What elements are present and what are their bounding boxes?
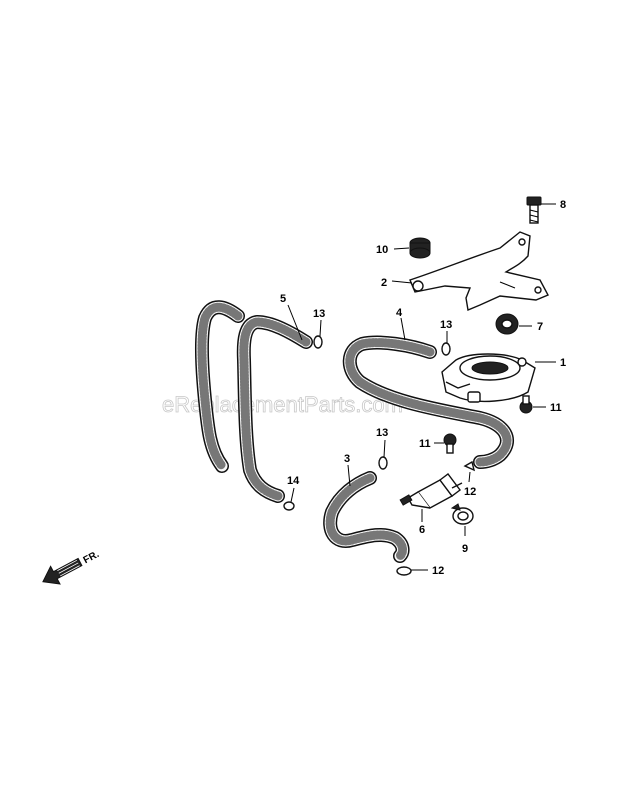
- callout-11-right: 11: [550, 402, 562, 414]
- clip-13-lower[interactable]: [378, 456, 388, 470]
- callout-2: 2: [381, 277, 387, 289]
- callout-5: 5: [280, 293, 286, 305]
- callout-1: 1: [560, 357, 566, 369]
- clip-13-left[interactable]: [313, 335, 323, 349]
- clip-12-top[interactable]: [463, 460, 476, 472]
- callout-13-right: 13: [440, 319, 452, 331]
- grommet-7[interactable]: [495, 313, 519, 335]
- callout-13-left: 13: [313, 308, 325, 320]
- callout-7: 7: [537, 321, 543, 333]
- callout-12-top: 12: [464, 486, 476, 498]
- callout-9: 9: [462, 543, 468, 555]
- hose-4[interactable]: [342, 335, 514, 469]
- mount-bracket[interactable]: [409, 231, 549, 311]
- fuel-pump[interactable]: [441, 353, 536, 403]
- callout-13-lower: 13: [376, 427, 388, 439]
- callout-14: 14: [287, 475, 300, 487]
- callout-11-center: 11: [419, 438, 431, 450]
- leader-lines: [287, 203, 556, 571]
- front-direction-arrow: FR.: [42, 549, 102, 585]
- clip-13-right[interactable]: [441, 342, 451, 356]
- bolt-11-center[interactable]: [443, 433, 457, 454]
- hose-left-outer[interactable]: [194, 300, 245, 473]
- grommet-10[interactable]: [409, 237, 431, 259]
- hose-5[interactable]: [236, 315, 313, 503]
- callout-6: 6: [419, 524, 425, 536]
- callout-10: 10: [376, 244, 388, 256]
- callout-3: 3: [344, 453, 350, 465]
- hose-3[interactable]: [323, 471, 410, 563]
- hose-clamp-9[interactable]: [450, 503, 474, 525]
- bolt-8[interactable]: [526, 196, 542, 224]
- clip-14[interactable]: [283, 501, 295, 511]
- callout-8: 8: [560, 199, 566, 211]
- callout-12-bottom: 12: [432, 565, 444, 577]
- callout-4: 4: [396, 307, 403, 319]
- bolt-11-right[interactable]: [519, 395, 533, 414]
- fuel-filter[interactable]: [399, 473, 463, 509]
- front-direction-label: FR.: [82, 549, 102, 566]
- clip-12-bottom[interactable]: [396, 566, 412, 576]
